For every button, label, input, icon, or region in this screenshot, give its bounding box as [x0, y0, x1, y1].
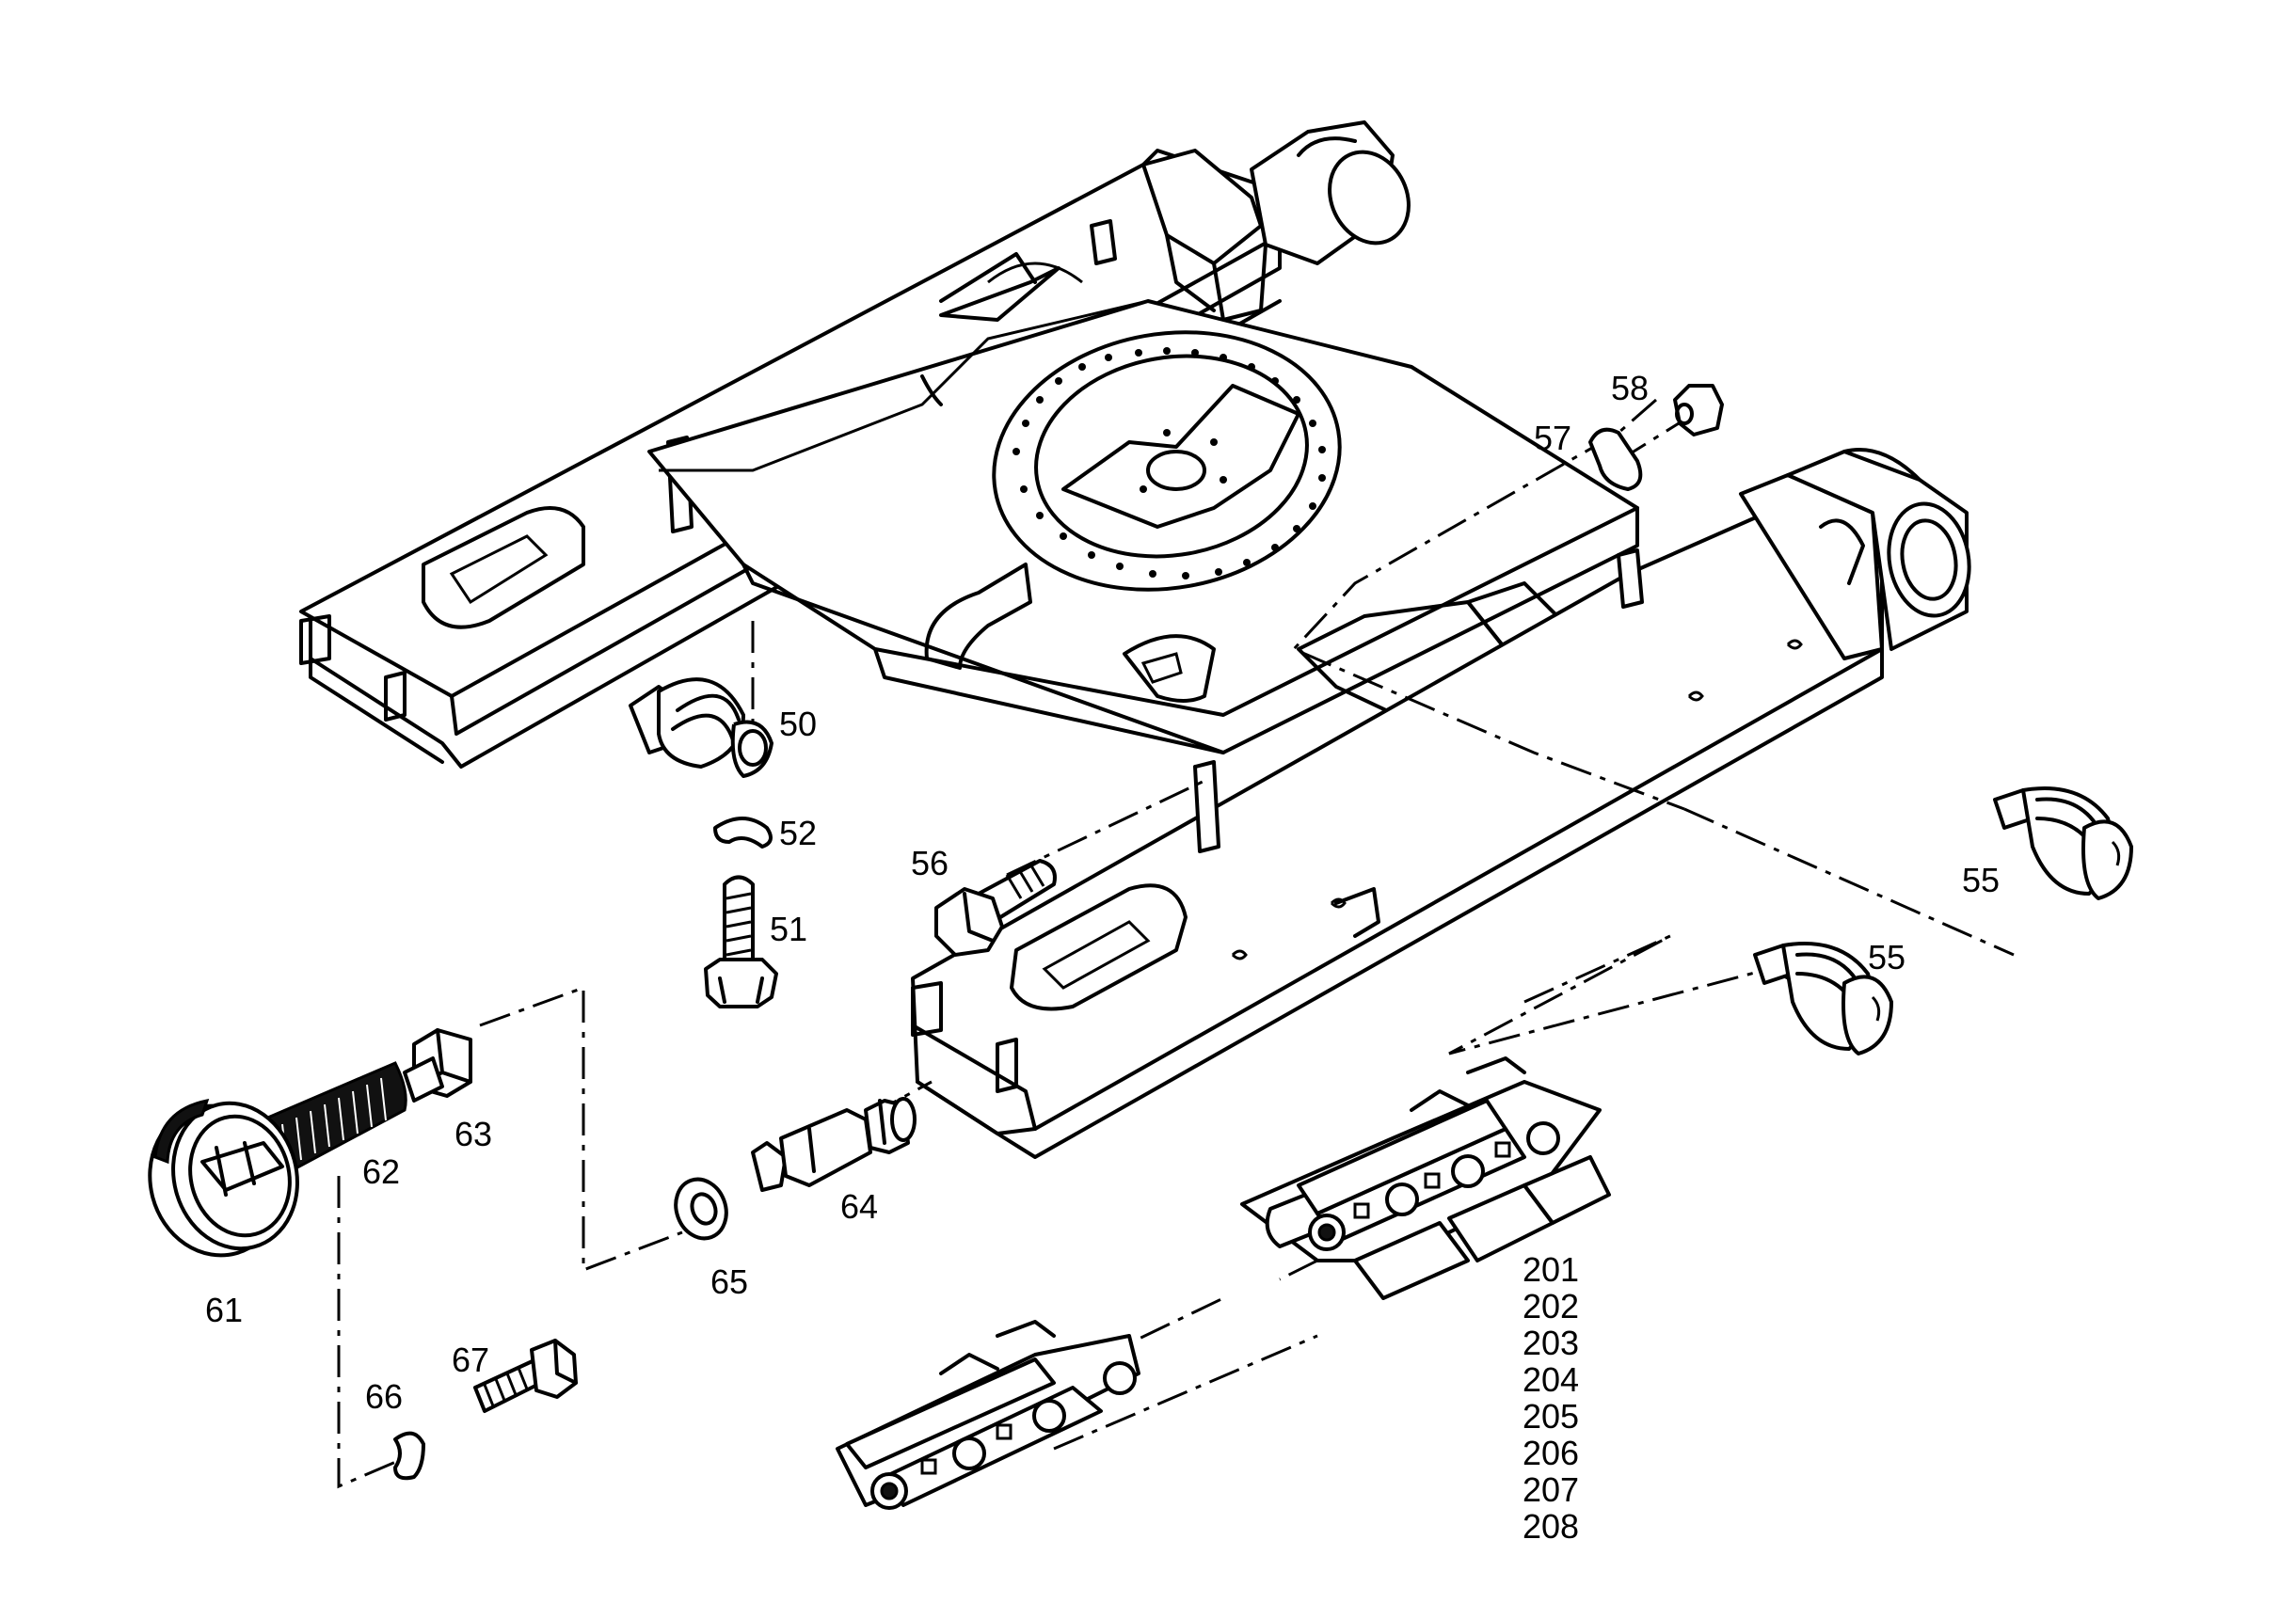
slewing-ring	[992, 330, 1342, 592]
label-201: 201	[1523, 1250, 1579, 1289]
label-62: 62	[362, 1152, 400, 1191]
label-208: 208	[1523, 1507, 1579, 1546]
label-52: 52	[779, 814, 817, 852]
lock-washer-66	[393, 1431, 425, 1481]
label-64: 64	[840, 1187, 878, 1226]
idler-wheel-61	[148, 1099, 299, 1258]
grease-cylinder-64	[751, 1097, 917, 1192]
label-206: 206	[1523, 1434, 1579, 1472]
carrier-roller-50	[629, 677, 773, 778]
track-chain	[836, 1056, 1611, 1510]
label-207: 207	[1523, 1470, 1579, 1509]
track-roller-55-upper	[1993, 786, 2133, 900]
tension-spring-62	[259, 1056, 444, 1182]
lock-washer-52	[713, 817, 773, 849]
track-labels: 201 202 203 204 205 206 207 208	[1523, 1250, 1579, 1546]
washer-65	[674, 1177, 728, 1241]
hex-bolt-67	[473, 1339, 578, 1413]
label-50: 50	[779, 705, 817, 743]
undercarriage-frame	[299, 120, 1971, 1159]
label-55-lower: 55	[1868, 938, 1905, 976]
hex-nut-58	[1673, 384, 1724, 436]
label-61: 61	[205, 1291, 243, 1329]
lock-plate-57	[1588, 427, 1643, 491]
label-67: 67	[452, 1341, 489, 1379]
label-58: 58	[1611, 369, 1649, 407]
label-65: 65	[710, 1262, 748, 1301]
label-204: 204	[1523, 1360, 1579, 1399]
label-57: 57	[1534, 419, 1571, 457]
label-203: 203	[1523, 1324, 1579, 1362]
label-66: 66	[365, 1377, 403, 1416]
label-202: 202	[1523, 1287, 1579, 1325]
label-63: 63	[454, 1115, 492, 1153]
hex-bolt-56	[934, 859, 1057, 957]
label-55-upper: 55	[1962, 861, 2000, 899]
label-51: 51	[770, 910, 807, 948]
hex-bolt-51	[704, 875, 778, 1008]
label-205: 205	[1523, 1397, 1579, 1436]
label-56: 56	[911, 844, 949, 882]
track-roller-55-lower	[1753, 942, 1893, 1055]
part-labels: 50 52 51 56 57 58 55 55 61 62 63 64 65 6…	[205, 369, 2000, 1546]
